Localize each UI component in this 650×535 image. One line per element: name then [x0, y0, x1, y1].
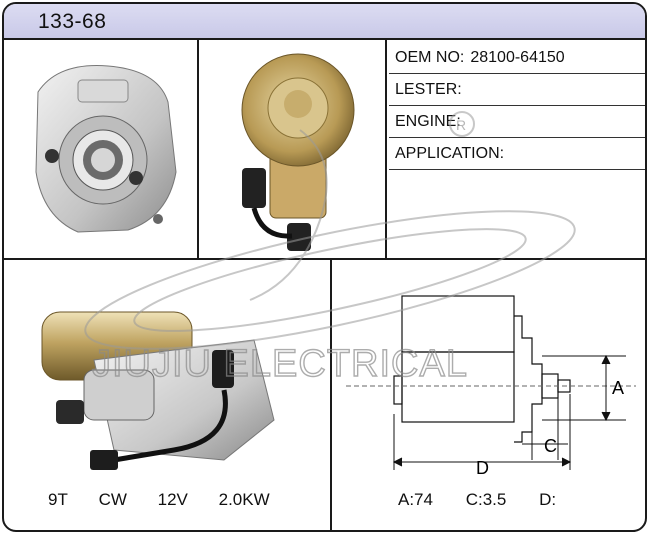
- header-bar: 133-68: [4, 4, 645, 40]
- label-d: D: [476, 458, 489, 478]
- divider-h-mid: [4, 258, 645, 260]
- dim-d: D:: [539, 490, 557, 509]
- divider-v3: [330, 258, 332, 530]
- divider-v2: [385, 40, 387, 258]
- oem-row: OEM NO: 28100-64150: [389, 42, 645, 74]
- lester-row: LESTER:: [389, 74, 645, 106]
- dimension-drawing-icon: A C D: [346, 295, 636, 478]
- starter-side-icon: [41, 311, 275, 470]
- label-a: A: [612, 378, 624, 398]
- engine-row: ENGINE:: [389, 106, 645, 138]
- application-label: APPLICATION:: [395, 145, 505, 162]
- dim-c: C:3.5: [465, 490, 507, 509]
- spec-voltage: 12V: [157, 490, 188, 509]
- starter-rear-icon: [241, 53, 355, 251]
- lester-label: LESTER:: [395, 81, 462, 98]
- part-code: 133-68: [38, 10, 107, 33]
- application-row: APPLICATION:: [389, 138, 645, 170]
- label-c: C: [544, 436, 557, 456]
- oem-value: 28100-64150: [470, 49, 565, 66]
- dim-a: A:74: [398, 490, 433, 509]
- spec-rotation: CW: [98, 490, 127, 509]
- oem-label: OEM NO:: [395, 49, 465, 66]
- dimension-values: A:74 C:3.5 D:: [398, 490, 584, 510]
- engine-label: ENGINE:: [395, 113, 461, 130]
- spec-power: 2.0KW: [218, 490, 270, 509]
- divider-v1: [197, 40, 199, 258]
- spec-teeth: 9T: [48, 490, 68, 509]
- spec-line: 9T CW 12V 2.0KW: [48, 490, 296, 510]
- starter-front-icon: [35, 65, 177, 233]
